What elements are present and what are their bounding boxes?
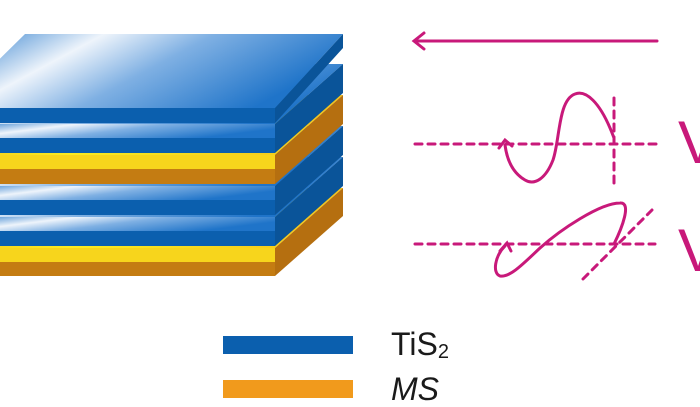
layer-stack xyxy=(0,34,343,276)
layer-tis2-top xyxy=(0,34,343,123)
propagation-arrow xyxy=(411,31,659,51)
edge-glyph-top: V xyxy=(678,109,700,176)
linear-wave xyxy=(413,91,659,185)
edge-glyph-bottom: V xyxy=(678,217,700,284)
elliptical-wave xyxy=(413,201,657,281)
